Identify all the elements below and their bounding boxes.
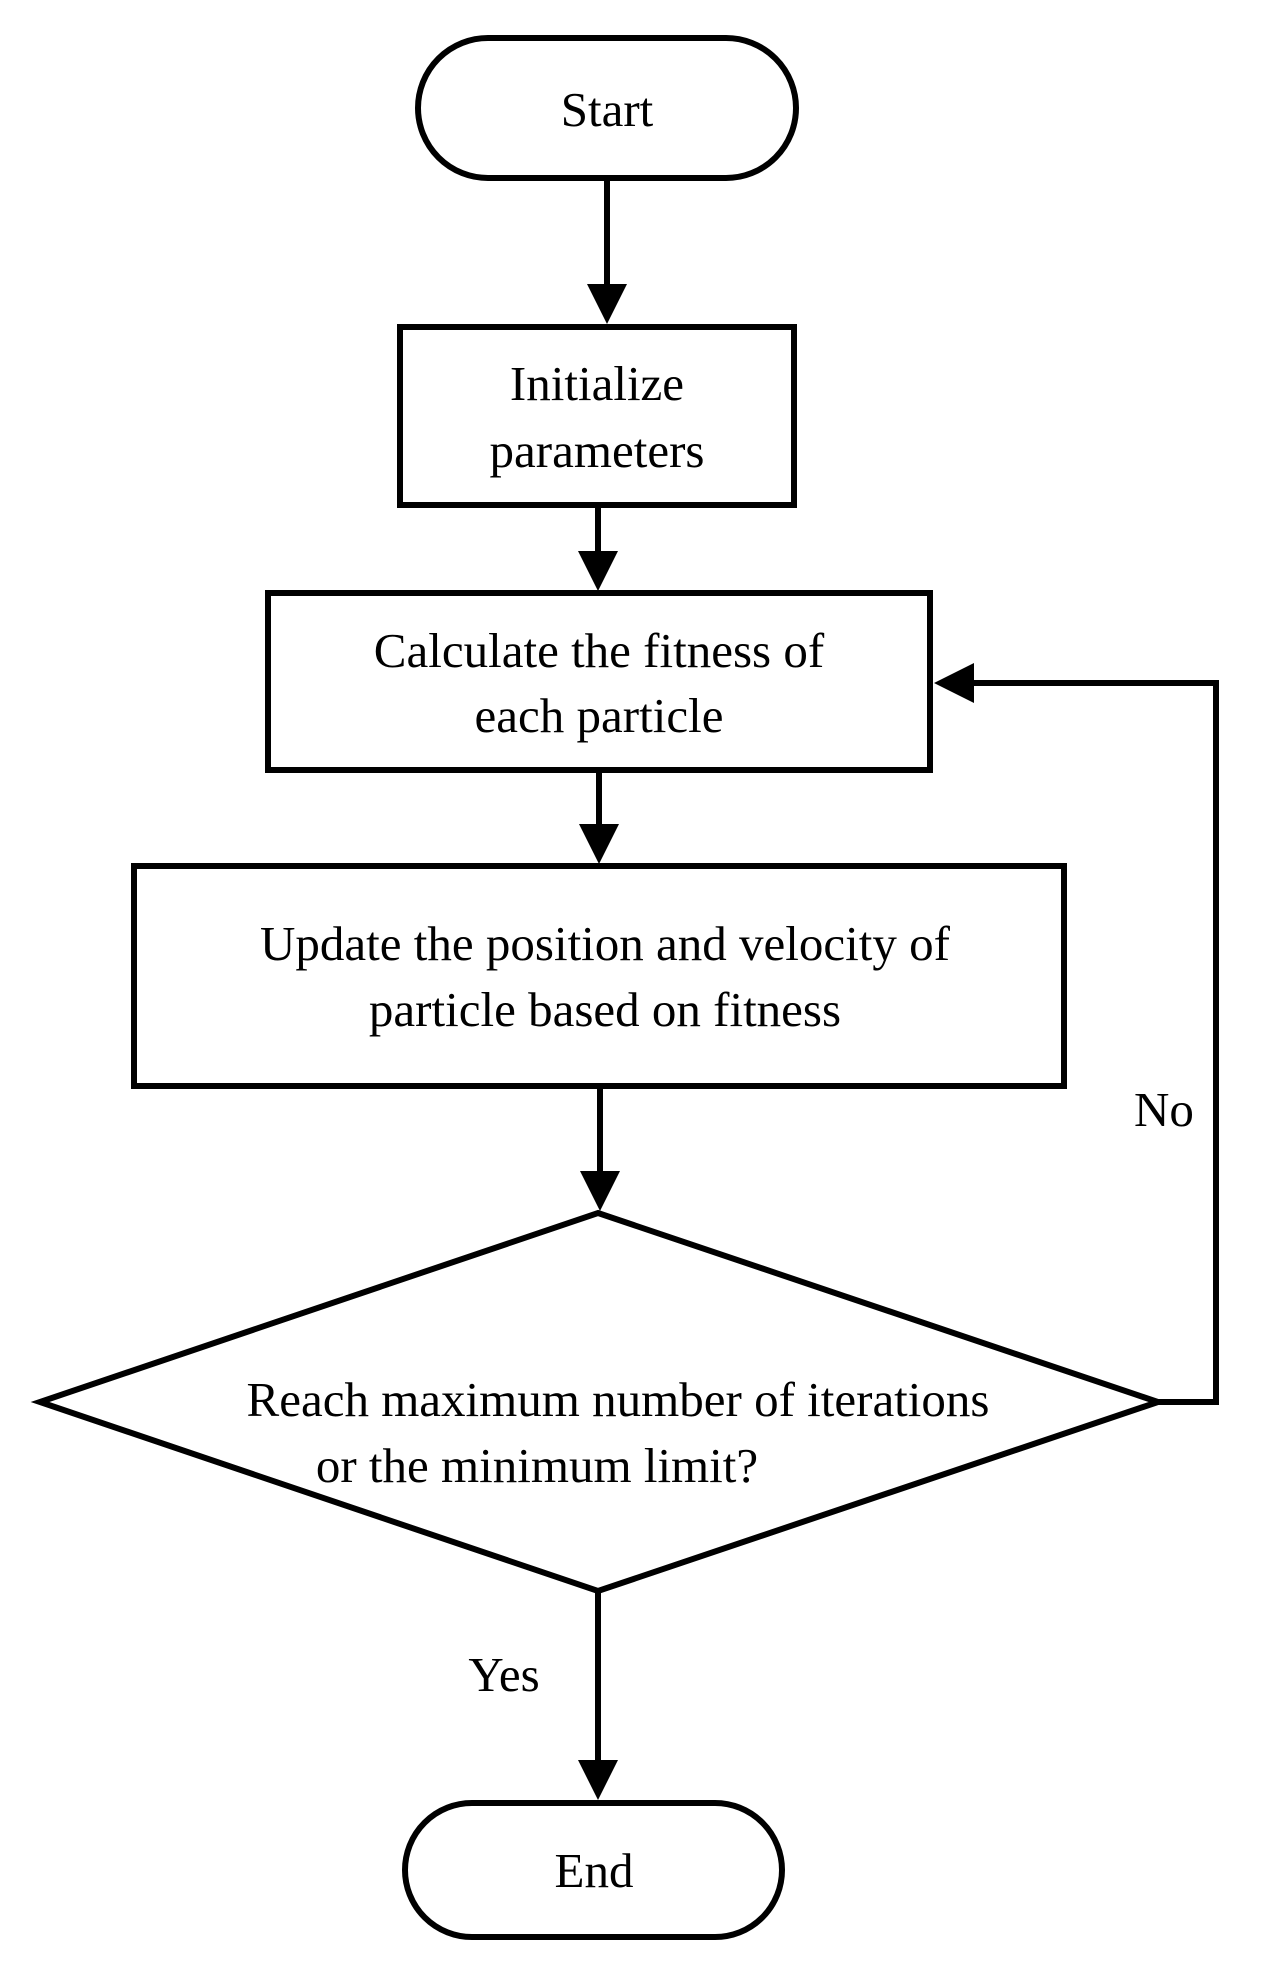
connector-initialize-to-fitness — [578, 505, 618, 591]
end-node: End — [402, 1800, 785, 1940]
initialize-box — [397, 324, 797, 508]
start-label: Start — [561, 82, 654, 137]
fitness-label-line-1: Calculate the fitness of — [374, 623, 825, 678]
fitness-node: Calculate the fitness of each particle — [265, 590, 933, 773]
start-node: Start — [415, 35, 799, 181]
arrowhead — [580, 1171, 620, 1211]
branch-label-no: No — [1134, 1082, 1194, 1137]
connector-line — [972, 680, 1219, 1405]
initialize-label-line-2: parameters — [490, 423, 705, 478]
connector-fitness-to-update — [579, 770, 619, 864]
decision-label-line-1: Reach maximum number of iterations — [247, 1372, 990, 1427]
branch-label-yes: Yes — [468, 1647, 539, 1702]
arrowhead — [579, 824, 619, 864]
arrowhead — [578, 1760, 618, 1800]
update-label-line-1: Update the position and velocity of — [260, 916, 951, 971]
update-box — [131, 863, 1067, 1089]
connector-no-loop-back — [934, 663, 1219, 1405]
fitness-box — [265, 590, 933, 773]
fitness-label-line-2: each particle — [475, 688, 724, 743]
connector-update-to-decision — [580, 1086, 620, 1211]
update-node: Update the position and velocity of part… — [131, 863, 1067, 1089]
end-label: End — [555, 1843, 634, 1898]
decision-label-line-2: or the minimum limit? — [316, 1438, 758, 1493]
connector-decision-to-end — [578, 1591, 618, 1800]
end-terminator-shape — [402, 1800, 785, 1940]
arrowhead — [578, 551, 618, 591]
arrowhead — [587, 284, 627, 324]
connector-start-to-initialize — [587, 178, 627, 324]
initialize-label-line-1: Initialize — [510, 356, 684, 411]
arrowhead — [934, 663, 974, 703]
decision-node: Reach maximum number of iterations or th… — [30, 1209, 1168, 1595]
initialize-node: Initialize parameters — [397, 324, 797, 508]
update-label-line-2: particle based on fitness — [369, 982, 841, 1037]
